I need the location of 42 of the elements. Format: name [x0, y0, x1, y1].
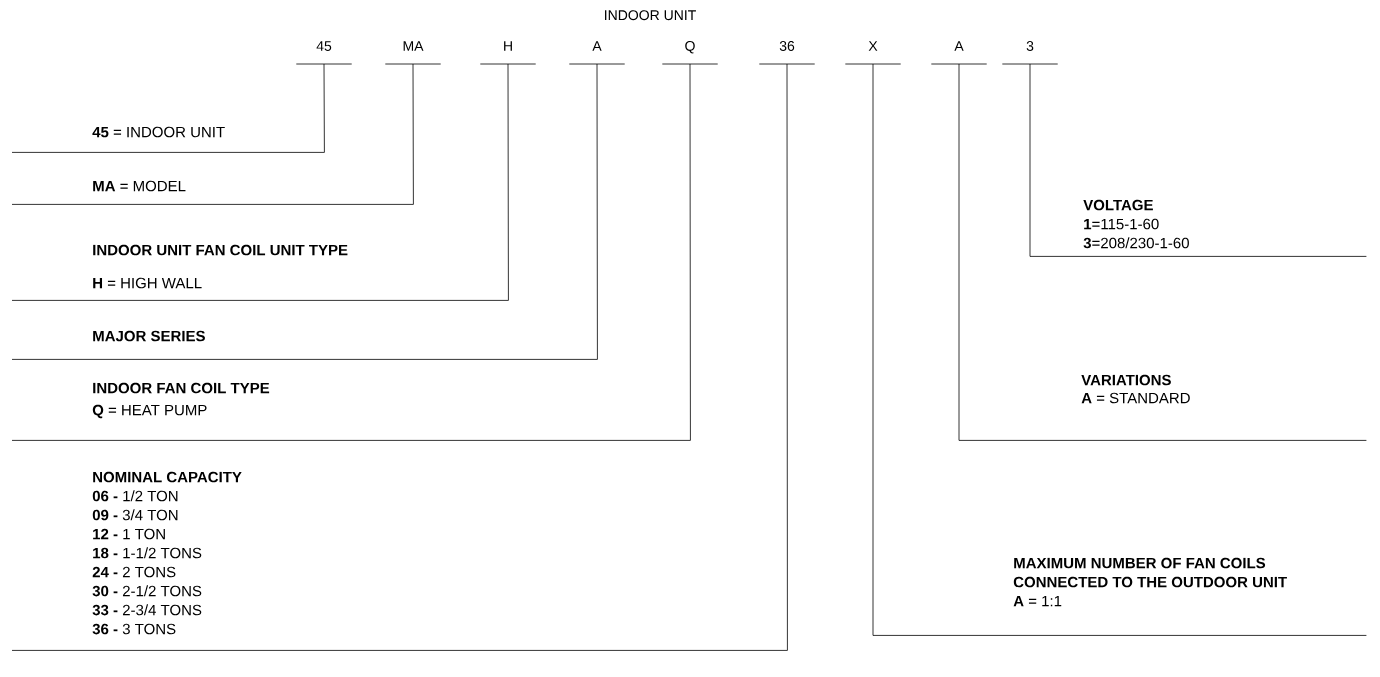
leader-line: [412, 63, 414, 205]
code-meaning: 12 - 1 TON: [93, 528, 165, 540]
code-meaning: H = HIGH WALL: [93, 277, 202, 289]
leader-line: [507, 63, 509, 301]
code-letter: A: [568, 41, 626, 65]
code-meaning: Q = HEAT PUMP: [92, 404, 207, 419]
code-letter: X: [844, 41, 902, 65]
heading: INDOOR UNIT FAN COIL UNIT TYPE: [93, 244, 348, 256]
leader-line: [872, 63, 874, 636]
code-meaning: 18 - 1-1/2 TONS: [93, 547, 202, 559]
heading: MAXIMUM NUMBER OF FAN COILS CONNECTED TO THE OUTDOOR UNIT: [1013, 557, 1287, 588]
heading: VOLTAGE: [1083, 199, 1153, 211]
unit-label: INDOOR UNIT: [605, 10, 696, 21]
code-meaning: A = STANDARD: [1081, 392, 1190, 404]
code-letter: 36: [758, 41, 816, 65]
code-meaning: 09 - 3/4 TON: [92, 509, 178, 521]
heading: MAJOR SERIES: [93, 330, 205, 342]
code-letter: Q: [661, 41, 719, 65]
leader-line: [1029, 63, 1031, 257]
code-meaning: 45 = INDOOR UNIT: [92, 126, 225, 138]
heading: INDOOR FAN COIL TYPE: [93, 382, 270, 394]
code-meaning: 3=208/230-1-60: [1083, 237, 1189, 249]
leader-line: [786, 63, 788, 651]
leader-line: [596, 63, 598, 360]
code-letter: A: [930, 41, 988, 65]
code-meaning: 33 - 2-3/4 TONS: [92, 604, 202, 616]
code-meaning: 30 - 2-1/2 TONS: [92, 585, 202, 597]
code-meaning: A = 1:1: [1013, 595, 1062, 607]
code-letter: H: [479, 41, 537, 65]
code-meaning: 36 - 3 TONS: [92, 623, 176, 635]
leader-line: [323, 63, 325, 153]
heading: NOMINAL CAPACITY: [93, 471, 242, 483]
heading: VARIATIONS: [1081, 374, 1171, 386]
code-letter: 3: [1001, 41, 1059, 65]
code-letter: MA: [384, 41, 442, 65]
code-letter: 45: [295, 41, 353, 65]
leader-line: [689, 63, 691, 441]
code-meaning: 06 - 1/2 TON: [92, 490, 178, 502]
code-meaning: MA = MODEL: [93, 180, 186, 192]
leader-line: [958, 63, 960, 441]
code-meaning: 24 - 2 TONS: [92, 566, 176, 578]
code-meaning: 1=115-1-60: [1084, 218, 1159, 230]
